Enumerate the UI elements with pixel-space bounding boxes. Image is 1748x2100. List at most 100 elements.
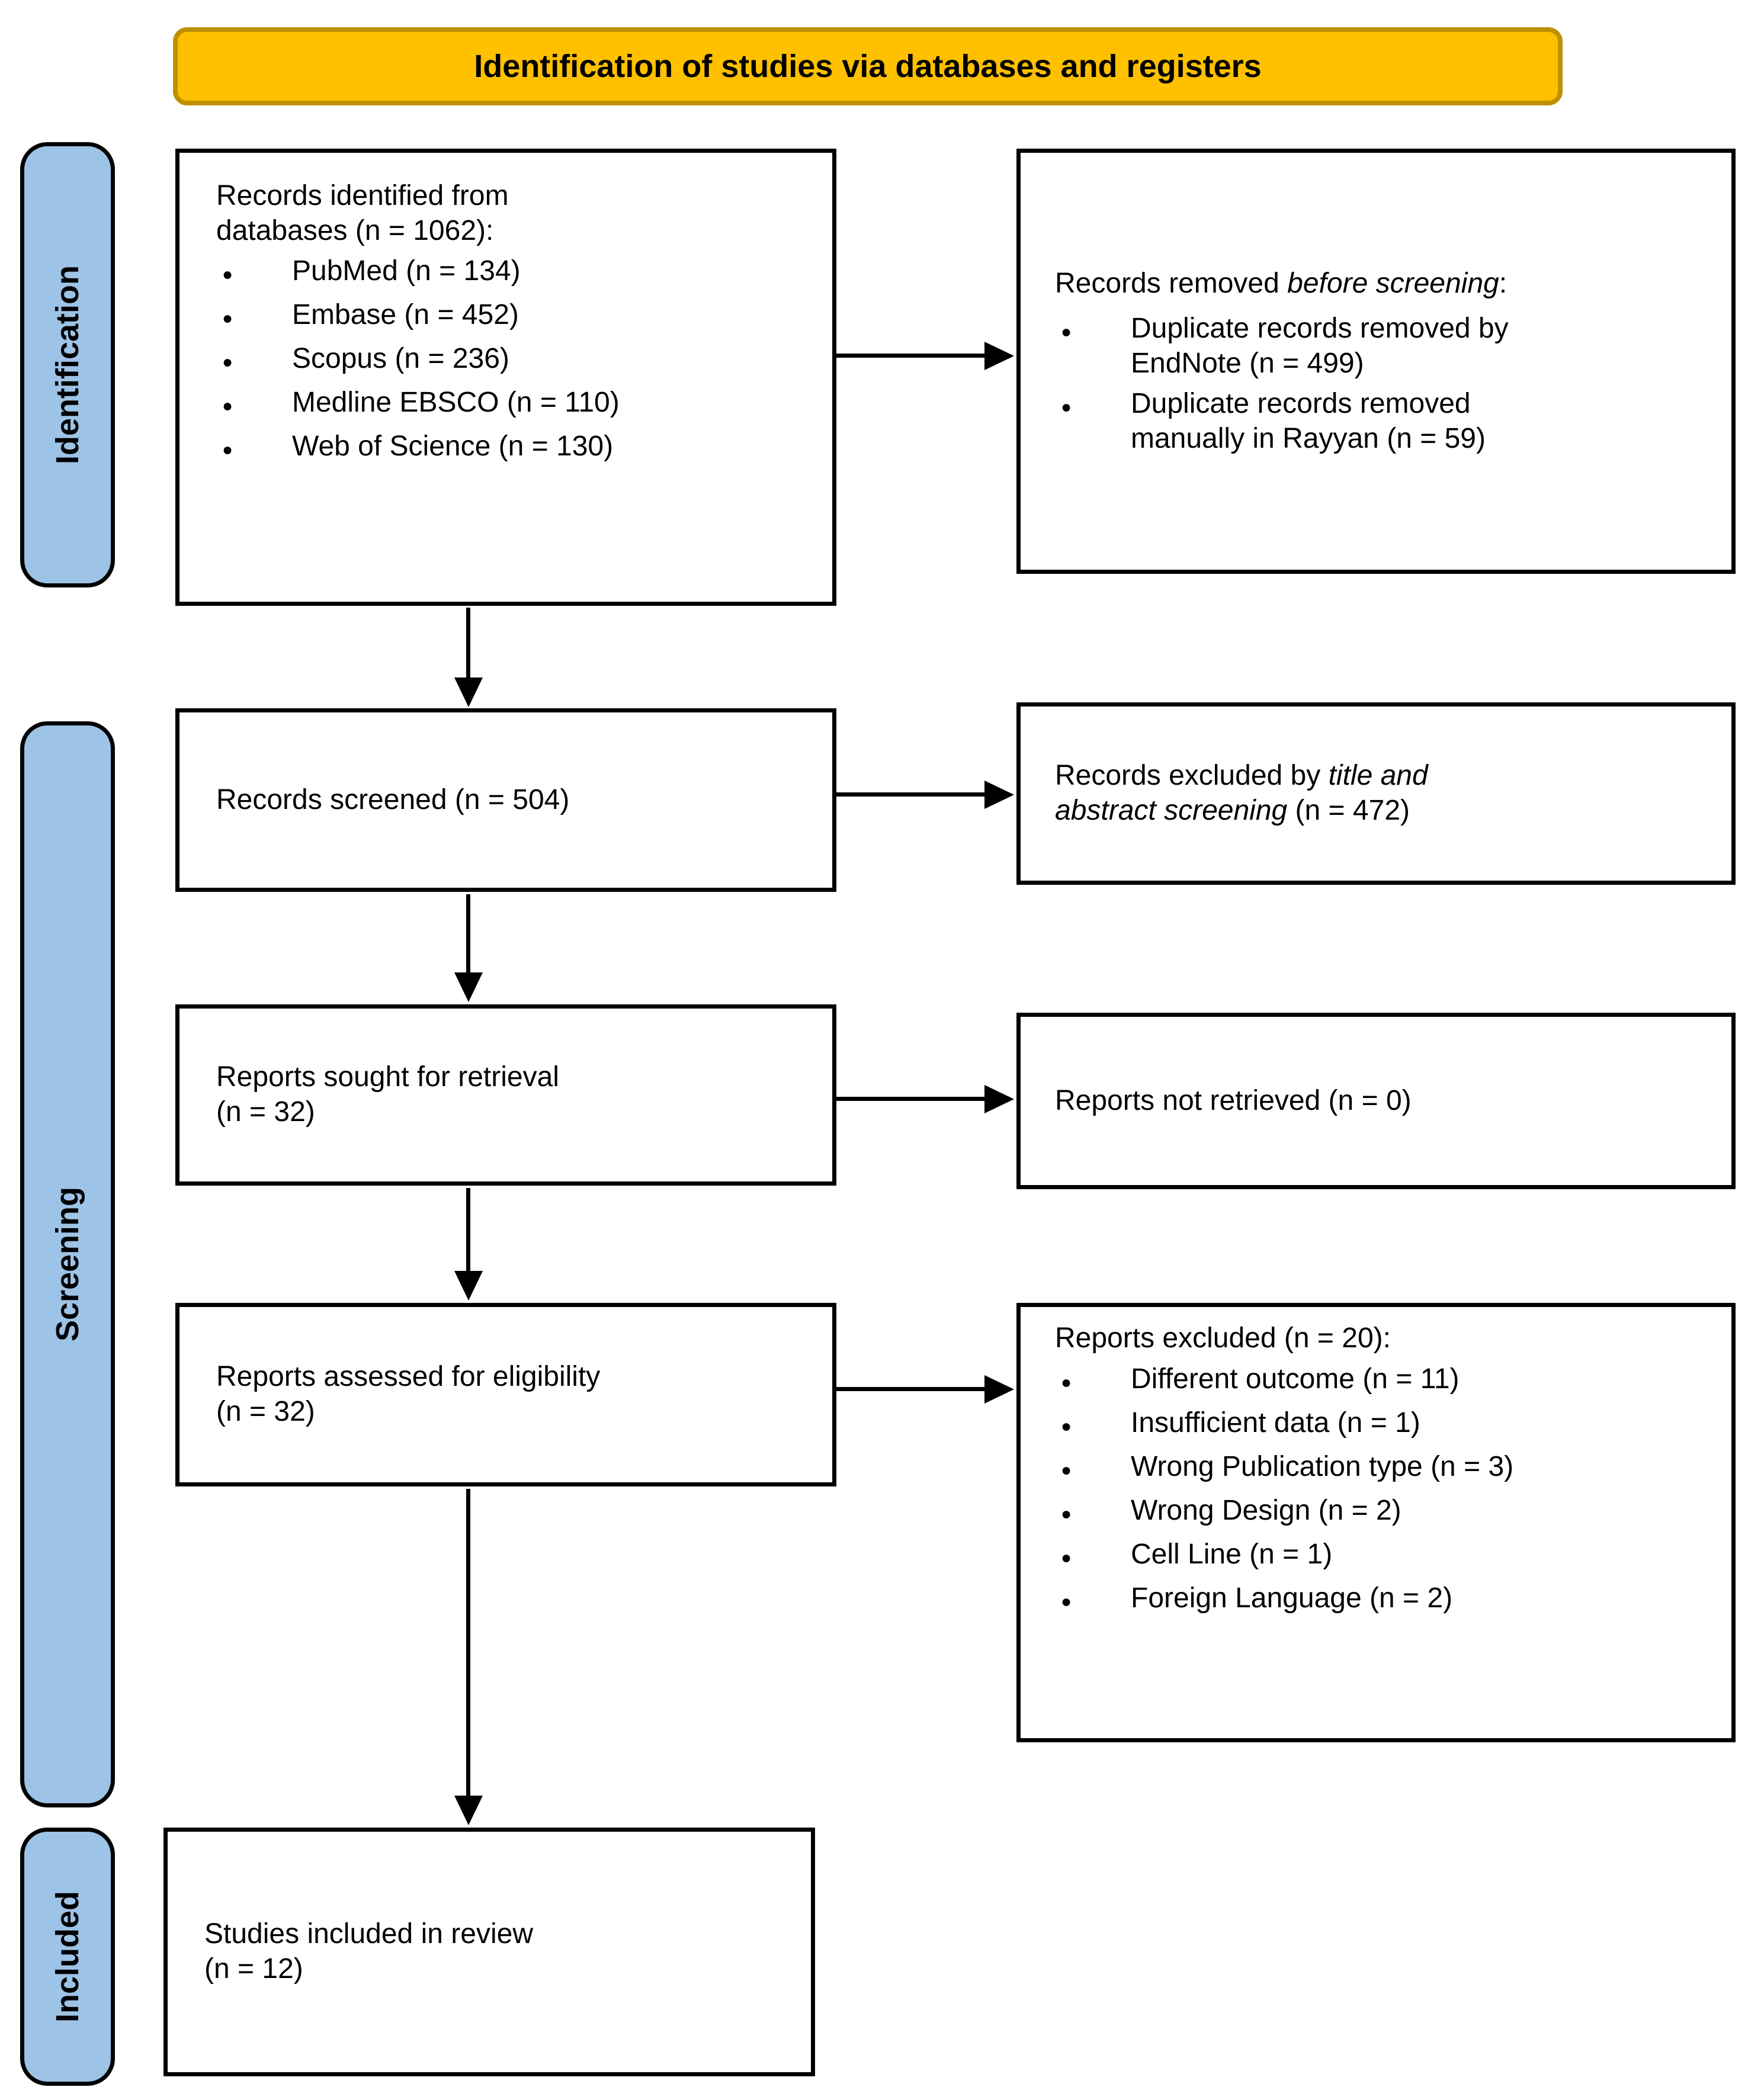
box-records-identified-heading-line1: Records identified from: [216, 180, 509, 211]
stage-label-screening-text: Screening: [50, 1187, 85, 1342]
label-prefix: Records excluded by: [1055, 760, 1329, 792]
list-item: Foreign Language (n = 2): [1055, 1581, 1714, 1619]
list-item-label: Scopus (n = 236): [292, 343, 509, 375]
bullet-icon: [1055, 1494, 1131, 1531]
records-identified-list: PubMed (n = 134) Embase (n = 452) Scopus…: [216, 254, 811, 467]
list-item-label: PubMed (n = 134): [292, 255, 521, 287]
box-records-removed: Records removed before screening: Duplic…: [1016, 149, 1736, 574]
stage-label-identification-text: Identification: [50, 265, 85, 464]
label-italic: abstract screening: [1055, 795, 1288, 826]
list-item-label: Wrong Publication type (n = 3): [1131, 1450, 1514, 1482]
list-item-label: Embase (n = 452): [292, 299, 519, 331]
label-italic: title and: [1328, 760, 1428, 792]
box-records-screened-label: Records screened (n = 504): [216, 784, 570, 815]
box-reports-excluded: Reports excluded (n = 20): Different out…: [1016, 1303, 1736, 1742]
list-item-line1: Duplicate records removed: [1131, 388, 1471, 420]
bullet-icon: [216, 254, 292, 292]
list-item-line1: Duplicate records removed by: [1131, 313, 1509, 345]
reports-excluded-list: Different outcome (n = 11) Insufficient …: [1055, 1362, 1714, 1619]
box-records-screened: Records screened (n = 504): [175, 708, 836, 892]
box-records-excluded: Records excluded by title and abstract s…: [1016, 702, 1736, 885]
arrow-right-icon: [984, 1375, 1014, 1404]
arrow-line: [466, 608, 470, 680]
box-reports-not-retrieved-label: Reports not retrieved (n = 0): [1055, 1084, 1412, 1116]
heading-suffix: :: [1499, 267, 1508, 299]
arrow-right-icon: [984, 342, 1014, 370]
heading-italic: before screening: [1287, 267, 1499, 299]
box-reports-sought: Reports sought for retrieval (n = 32): [175, 1004, 836, 1186]
list-item-label: Foreign Language (n = 2): [1131, 1582, 1453, 1614]
box-studies-included-line1: Studies included in review: [204, 1918, 533, 1950]
list-item: Scopus (n = 236): [216, 342, 811, 380]
arrow-down-icon: [454, 1796, 483, 1825]
arrow-line: [836, 354, 988, 358]
bullet-icon: [216, 342, 292, 380]
arrow-down-icon: [454, 677, 483, 707]
box-records-removed-heading: Records removed before screening:: [1055, 266, 1710, 301]
arrow-line: [836, 792, 988, 797]
box-reports-sought-line1: Reports sought for retrieval: [216, 1061, 559, 1093]
arrow-down-icon: [454, 1271, 483, 1301]
bullet-icon: [216, 298, 292, 336]
list-item: Duplicate records removed by EndNote (n …: [1055, 312, 1710, 381]
bullet-icon: [1055, 312, 1131, 349]
stage-label-screening: Screening: [20, 721, 115, 1807]
list-item-label: Medline EBSCO (n = 110): [292, 387, 620, 419]
list-item: Embase (n = 452): [216, 298, 811, 336]
box-reports-assessed: Reports assessed for eligibility (n = 32…: [175, 1303, 836, 1486]
box-records-identified: Records identified from databases (n = 1…: [175, 149, 836, 606]
arrow-line: [466, 894, 470, 974]
stage-label-included: Included: [20, 1828, 115, 2086]
list-item: Web of Science (n = 130): [216, 429, 811, 467]
list-item: Wrong Design (n = 2): [1055, 1494, 1714, 1531]
list-item-label: Web of Science (n = 130): [292, 431, 614, 463]
title-banner: Identification of studies via databases …: [173, 27, 1563, 105]
list-item: Cell Line (n = 1): [1055, 1537, 1714, 1575]
arrow-line: [466, 1188, 470, 1272]
list-item: Wrong Publication type (n = 3): [1055, 1450, 1714, 1488]
arrow-right-icon: [984, 1085, 1014, 1113]
list-item-label: Wrong Design (n = 2): [1131, 1494, 1401, 1526]
bullet-icon: [216, 386, 292, 423]
list-item-label: Cell Line (n = 1): [1131, 1538, 1333, 1570]
bullet-icon: [1055, 387, 1131, 425]
bullet-icon: [1055, 1406, 1131, 1444]
arrow-line: [836, 1097, 988, 1101]
box-records-excluded-line1: Records excluded by title and: [1055, 759, 1731, 794]
box-studies-included-line2: (n = 12): [204, 1953, 303, 1985]
bullet-icon: [1055, 1362, 1131, 1400]
list-item: Duplicate records removed manually in Ra…: [1055, 387, 1710, 456]
stage-label-included-text: Included: [50, 1890, 85, 2022]
bullet-icon: [216, 429, 292, 467]
list-item: Different outcome (n = 11): [1055, 1362, 1714, 1400]
list-item: Medline EBSCO (n = 110): [216, 386, 811, 423]
heading-prefix: Records removed: [1055, 267, 1288, 299]
arrow-right-icon: [984, 781, 1014, 809]
box-reports-excluded-heading: Reports excluded (n = 20):: [1055, 1322, 1391, 1354]
box-reports-assessed-line1: Reports assessed for eligibility: [216, 1361, 601, 1393]
box-reports-assessed-line2: (n = 32): [216, 1396, 315, 1427]
bullet-icon: [1055, 1450, 1131, 1488]
list-item: Insufficient data (n = 1): [1055, 1406, 1714, 1444]
box-reports-not-retrieved: Reports not retrieved (n = 0): [1016, 1013, 1736, 1189]
page-title: Identification of studies via databases …: [474, 49, 1262, 84]
stage-label-identification: Identification: [20, 142, 115, 587]
list-item-label: Different outcome (n = 11): [1131, 1363, 1460, 1395]
bullet-icon: [1055, 1581, 1131, 1619]
list-item: PubMed (n = 134): [216, 254, 811, 292]
records-removed-list: Duplicate records removed by EndNote (n …: [1055, 306, 1710, 456]
box-reports-sought-line2: (n = 32): [216, 1096, 315, 1128]
list-item-label: Duplicate records removed by EndNote (n …: [1131, 312, 1710, 381]
arrow-down-icon: [454, 972, 483, 1002]
bullet-icon: [1055, 1537, 1131, 1575]
box-studies-included: Studies included in review (n = 12): [163, 1828, 815, 2076]
arrow-line: [466, 1489, 470, 1797]
box-records-identified-heading-line2: databases (n = 1062):: [216, 214, 494, 246]
list-item-label: Insufficient data (n = 1): [1131, 1407, 1420, 1438]
list-item-line2: manually in Rayyan (n = 59): [1131, 422, 1486, 454]
arrow-line: [836, 1387, 988, 1391]
label-suffix: (n = 472): [1287, 795, 1410, 826]
list-item-label: Duplicate records removed manually in Ra…: [1131, 387, 1710, 456]
box-records-excluded-line2: abstract screening (n = 472): [1055, 794, 1731, 829]
